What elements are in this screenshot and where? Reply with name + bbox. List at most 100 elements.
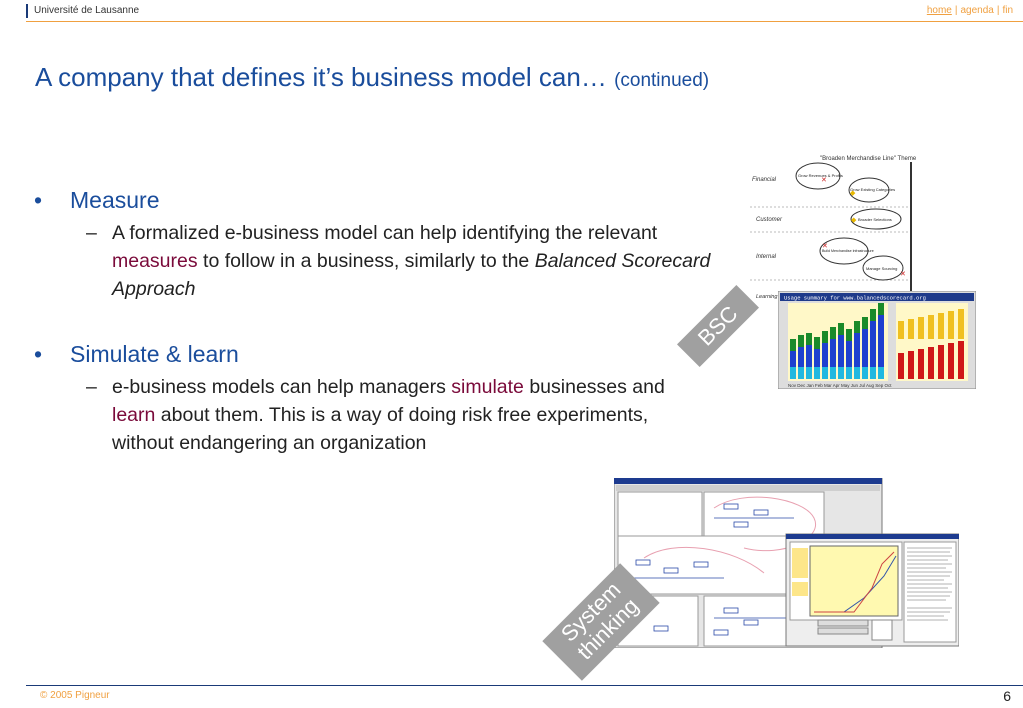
sub-text: businesses and [523,376,665,398]
header-divider [26,21,1023,22]
sub-bullet-measure: – A formalized e-business model can help… [34,219,724,303]
usage-bar-green [790,339,796,351]
nav-separator: | [996,5,1000,16]
usage-chart-header: Usage summary for www.balancedscorecard.… [784,295,926,302]
sub-text: e-business models can help managers [112,376,452,398]
svg-text:◆: ◆ [851,217,857,224]
usage-bar-yellow [908,319,914,339]
bullet-marker: • [34,341,43,367]
usage-bar-red [918,349,924,379]
usage-bar-cyan [862,367,868,379]
usage-chart-months: Nov Dec Jan Feb Mar Apr May Jun Jul Aug … [788,383,892,388]
nav-home-link[interactable]: home [926,5,952,16]
usage-bar-blue [806,345,812,367]
page-number: 6 [1003,688,1011,704]
bsc-theme-title: "Broaden Merchandise Line" Theme [820,156,917,162]
usage-bar-green [814,337,820,349]
usage-bar-blue [798,347,804,367]
usage-bar-green [846,329,852,341]
bullet-simulate: • Simulate & learn [34,339,724,369]
usage-bar-cyan [838,367,844,379]
usage-bar-green [806,333,812,345]
usage-bar-red [948,343,954,379]
bsc-node-broader-selections [850,208,902,230]
nav-separator: | [954,5,958,16]
usage-bar-blue [878,315,884,367]
bsc-node-grow-revenues [795,162,841,190]
institution-name: Université de Lausanne [34,5,140,16]
bsc-node-label: Grow Existing Categories [850,187,895,192]
usage-bar-blue [846,341,852,367]
usage-bar-blue [870,321,876,367]
usage-bar-green [870,309,876,321]
usage-bar-blue [822,343,828,367]
bullet-measure: • Measure [34,185,724,215]
bsc-row-internal: Internal [756,254,777,260]
usage-bar-yellow [938,313,944,339]
bsc-strategy-map-image: "Broaden Merchandise Line" Theme Financi… [748,150,918,315]
usage-bar-yellow [928,315,934,339]
usage-bar-cyan [806,367,812,379]
usage-summary-chart-image: Usage summary for www.balancedscorecard.… [778,291,976,389]
nav-agenda-link[interactable]: agenda [960,5,994,16]
usage-bar-cyan [878,367,884,379]
bsc-node-label: Build Merchandise Infrastructure [822,249,874,253]
usage-bar-yellow [918,317,924,339]
usage-bar-green [830,327,836,339]
usage-bar-green [878,303,884,315]
usage-bar-red [958,341,964,379]
usage-bar-blue [854,333,860,367]
usage-bar-cyan [798,367,804,379]
usage-bar-green [862,317,868,329]
slide-title: A company that defines it’s business mod… [35,62,709,93]
usage-bar-blue [814,349,820,367]
svg-text:✕: ✕ [821,177,827,184]
top-nav: home|agenda|fin [927,5,1013,16]
usage-bar-green [854,321,860,333]
system-thinking-screenshot-image [614,478,959,648]
sub-text: to follow in a business, similarly to th… [197,250,535,272]
slide-title-main: A company that defines it’s business mod… [35,62,615,92]
bsc-row-customer: Customer [756,217,783,223]
highlight-measures: measures [112,250,198,272]
nav-fin-link[interactable]: fin [1002,5,1013,16]
usage-bar-cyan [870,367,876,379]
usage-bar-red [908,351,914,379]
bullet-marker: • [34,187,43,213]
bullet-list: • Measure – A formalized e-business mode… [34,185,724,457]
usage-bar-green [838,323,844,335]
bsc-node-label: Broader Selections [858,217,892,222]
usage-bar-cyan [846,367,852,379]
bullet-label: Measure [70,187,160,213]
bsc-node-manage-sourcing [862,255,904,281]
bsc-row-financial: Financial [752,177,777,183]
header-accent-bar [26,4,28,18]
bsc-node-grow-categories [848,177,890,203]
usage-bar-red [938,345,944,379]
svg-text:✕: ✕ [900,271,906,278]
usage-bar-blue [862,329,868,367]
usage-bar-yellow [898,321,904,339]
highlight-simulate: simulate [451,376,524,398]
bsc-row-learning: Learning Growth [756,294,797,300]
usage-bar-blue [838,335,844,367]
usage-bar-yellow [948,311,954,339]
usage-bar-red [898,353,904,379]
copyright: © 2005 Pigneur [40,690,110,701]
usage-bar-cyan [790,367,796,379]
usage-bar-green [798,335,804,347]
sub-text: about them. This is a way of doing risk … [112,404,649,454]
svg-text:◆: ◆ [850,190,856,197]
bullet-label: Simulate & learn [70,341,239,367]
sub-text: A formalized e-business model can help i… [112,222,658,244]
usage-bar-yellow [958,309,964,339]
usage-bar-cyan [822,367,828,379]
highlight-learn: learn [112,404,156,426]
sub-bullet-marker: – [86,222,97,244]
usage-bar-cyan [814,367,820,379]
slide-title-suffix: (continued) [614,70,710,91]
usage-bar-cyan [830,367,836,379]
usage-bar-green [822,331,828,343]
bsc-node-label: Grow Revenues & Profits [798,173,843,178]
usage-bar-cyan [854,367,860,379]
